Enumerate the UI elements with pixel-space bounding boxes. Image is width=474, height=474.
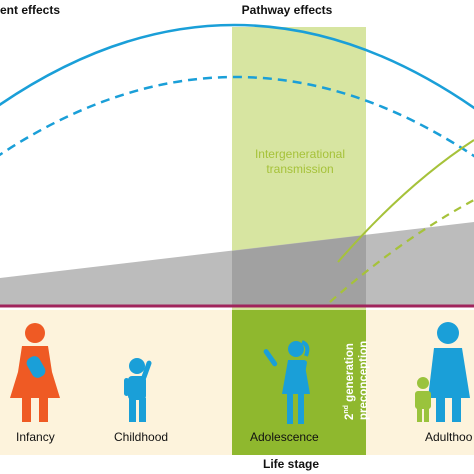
latent-effects-heading: ent effects xyxy=(0,3,61,17)
infancy-figure-icon xyxy=(10,323,60,422)
vertical-label-line2: preconception xyxy=(357,340,370,420)
stage-adolescence: Adolescence xyxy=(250,430,319,444)
latent-effects-dashed-curve xyxy=(0,75,474,158)
band-label-line2: transmission xyxy=(266,162,334,176)
band-label-line1: Intergenerational xyxy=(254,147,346,161)
childhood-figure-icon xyxy=(124,358,152,422)
grey-wedge-overlap xyxy=(232,235,366,305)
stage-infancy: Infancy xyxy=(16,430,55,444)
second-generation-preconception-label: 2nd generation preconception xyxy=(340,341,371,420)
adulthood-figure-icon xyxy=(415,322,470,422)
pathway-effects-curve xyxy=(0,23,474,110)
pathway-effects-heading: Pathway effects xyxy=(241,3,333,17)
x-axis-label: Life stage xyxy=(263,457,320,471)
second-generation-dashed-line xyxy=(329,199,474,303)
intergenerational-transmission-label: Intergenerational transmission xyxy=(240,147,360,177)
stage-childhood: Childhood xyxy=(114,430,169,444)
vertical-label-line1: 2nd generation xyxy=(343,343,356,420)
stage-adulthood: Adulthoo xyxy=(425,430,473,444)
second-generation-line xyxy=(337,139,474,263)
adolescence-figure-icon xyxy=(263,340,310,424)
